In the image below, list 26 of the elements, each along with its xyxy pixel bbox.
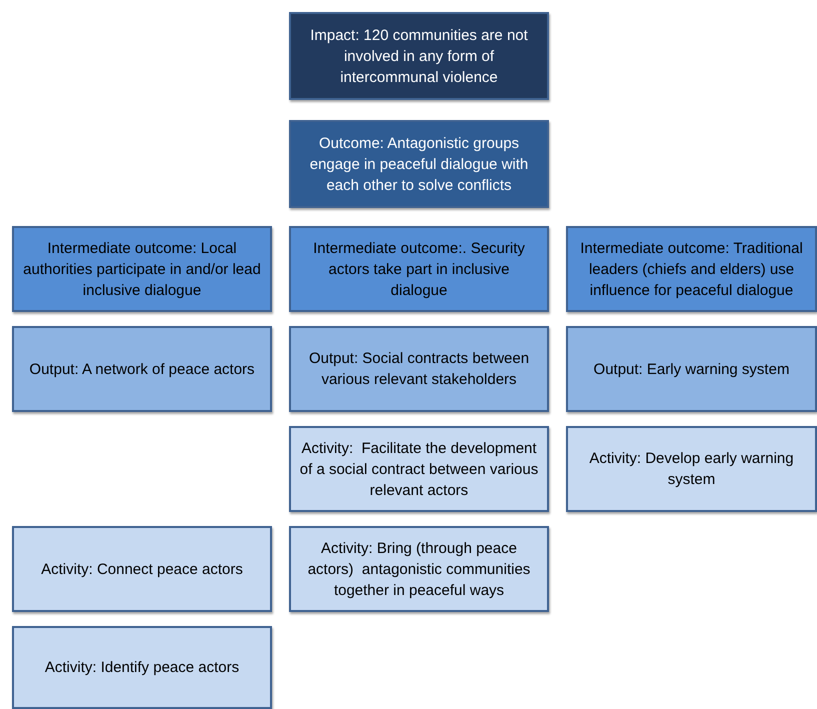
box-text: Intermediate outcome:. Security actors take part in inclusive dialogue	[312, 238, 526, 300]
box-text: Intermediate outcome: Traditional leaders (chiefs and elders) use influence for peaceful dialogue	[579, 238, 804, 300]
activity-box	[12, 626, 272, 709]
box-text: Outcome: Antagonistic groups engage in peaceful dialogue with each other to solve conflicts	[308, 134, 530, 196]
box-text: Activity: Bring (through peace actors) antagonistic communities together in peaceful ways	[306, 538, 532, 600]
intermediate-outcome-box	[566, 226, 817, 312]
impact-box	[289, 12, 549, 100]
box-text: Activity: Identify peace actors	[44, 658, 240, 678]
intermediate-outcome-box	[289, 226, 549, 312]
box-text: Output: Early warning system	[594, 360, 790, 380]
activity-box	[12, 526, 272, 612]
box-text: Output: Social contracts between various relevant stakeholders	[308, 349, 530, 390]
outcome-box	[289, 120, 549, 208]
output-box	[566, 326, 817, 412]
output-box	[12, 326, 272, 412]
box-text: Output: A network of peace actors	[29, 360, 255, 380]
intermediate-outcome-box	[12, 226, 272, 312]
box-text: Activity: Facilitate the development of a social contract between various relevant actors	[299, 438, 539, 500]
box-text: Intermediate outcome: Local authorities participate in and/or lead inclusive dialogue	[22, 238, 262, 300]
activity-box	[289, 426, 549, 512]
output-box	[289, 326, 549, 412]
box-text: Impact: 120 communities are not involved in any form of intercommunal violence	[309, 26, 529, 88]
box-text: Activity: Connect peace actors	[41, 560, 243, 580]
box-text: Activity: Develop early warning system	[588, 449, 795, 490]
activity-box	[289, 526, 549, 612]
activity-box	[566, 426, 817, 512]
